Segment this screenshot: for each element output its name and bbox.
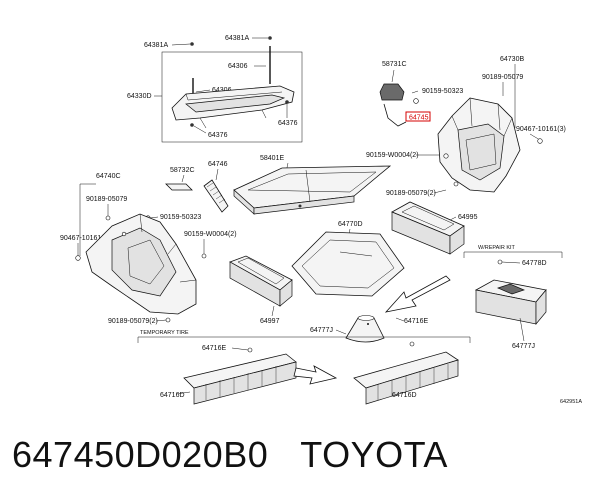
label-90159-W0004-l[interactable]: 90159-W0004(2) xyxy=(184,231,237,238)
label-64777J-1[interactable]: 64777J xyxy=(310,327,333,334)
right-trim-group: 58731C 64745 64730B 90189-05079 90159-50… xyxy=(366,56,566,197)
label-64745[interactable]: 64745 xyxy=(409,115,429,122)
temporary-tire-group: TEMPORARY TIRE 64716E 64716D 64716D xyxy=(137,330,471,405)
footer: 647450D020B0 TOYOTA xyxy=(12,434,592,478)
label-64306-1[interactable]: 64306 xyxy=(228,63,248,70)
label-64381A-1[interactable]: 64381A xyxy=(144,42,168,49)
label-58731C[interactable]: 58731C xyxy=(382,61,407,68)
hook-64746[interactable] xyxy=(203,179,229,213)
label-90159-50323-r[interactable]: 90159-50323 xyxy=(422,88,463,95)
label-64778D[interactable]: 64778D xyxy=(522,260,547,267)
arrow-icon xyxy=(293,365,338,385)
label-64740C[interactable]: 64740C xyxy=(96,173,121,180)
repair-kit-group: W/REPAIR KIT 64778D 64777J xyxy=(463,245,563,350)
label-64716D-2[interactable]: 64716D xyxy=(392,392,417,399)
label-90159-50323-l[interactable]: 90159-50323 xyxy=(160,214,201,221)
clip-icon xyxy=(75,255,81,261)
label-64770D[interactable]: 64770D xyxy=(338,221,363,228)
label-64716E-2[interactable]: 64716E xyxy=(202,345,226,352)
label-64376-2[interactable]: 64376 xyxy=(278,120,298,127)
label-90467-10161-l[interactable]: 90467-10161(3) xyxy=(60,235,110,242)
label-58732C[interactable]: 58732C xyxy=(170,167,195,174)
section-temporary-tire: TEMPORARY TIRE xyxy=(140,330,189,336)
left-trim-group: 64740C 90189-05079 90467-10161(3) 90189-… xyxy=(60,173,197,325)
label-64376-1[interactable]: 64376 xyxy=(208,132,228,139)
label-90159-W0004-r[interactable]: 90159-W0004(2) xyxy=(366,152,419,159)
label-90189-05079-r[interactable]: 90189-05079 xyxy=(482,74,523,81)
section-repair-kit: W/REPAIR KIT xyxy=(478,245,516,251)
label-64716E-1[interactable]: 64716E xyxy=(404,318,428,325)
label-64330D[interactable]: 64330D xyxy=(127,93,152,100)
label-64381A-2[interactable]: 64381A xyxy=(225,35,249,42)
label-58401E[interactable]: 58401E xyxy=(260,155,284,162)
cover-58731C[interactable] xyxy=(379,83,405,101)
part-number: 647450D020B0 xyxy=(12,434,269,475)
clip-icon xyxy=(190,42,194,46)
label-64306-2[interactable]: 64306 xyxy=(212,87,232,94)
arrow-icon xyxy=(384,275,451,313)
package-tray-frame xyxy=(161,51,303,143)
label-64746[interactable]: 64746 xyxy=(208,161,228,168)
label-64730B[interactable]: 64730B xyxy=(500,56,524,63)
label-90189-05079-l[interactable]: 90189-05079 xyxy=(86,196,127,203)
label-64777J-2[interactable]: 64777J xyxy=(512,343,535,350)
label-90189-05079-l2[interactable]: 90189-05079(2) xyxy=(108,318,158,325)
center-group: 58732C 64746 58401E 90159-50323 90159-W0… xyxy=(145,155,478,343)
spacer-64777J[interactable] xyxy=(345,317,385,343)
brand-name: TOYOTA xyxy=(300,434,448,475)
clip-icon xyxy=(285,100,289,104)
package-tray-group: 64381A 64381A 64306 64330D 64306 64376 6… xyxy=(127,35,303,143)
clip-icon xyxy=(268,36,272,40)
label-64997[interactable]: 64997 xyxy=(260,318,280,325)
clip-icon xyxy=(190,123,194,127)
label-90189-05079-r2[interactable]: 90189-05079(2) xyxy=(386,190,436,197)
label-64995[interactable]: 64995 xyxy=(458,214,478,221)
plate-58732C[interactable] xyxy=(165,183,193,191)
diagram-ref: 642951A xyxy=(560,399,582,405)
label-90467-10161-r[interactable]: 90467-10161(3) xyxy=(516,126,566,133)
clip-icon xyxy=(537,138,543,144)
highlight-box xyxy=(405,111,431,122)
label-64716D-1[interactable]: 64716D xyxy=(160,392,185,399)
nut-icon xyxy=(413,98,419,104)
floor-mat-64770D[interactable] xyxy=(291,231,405,297)
